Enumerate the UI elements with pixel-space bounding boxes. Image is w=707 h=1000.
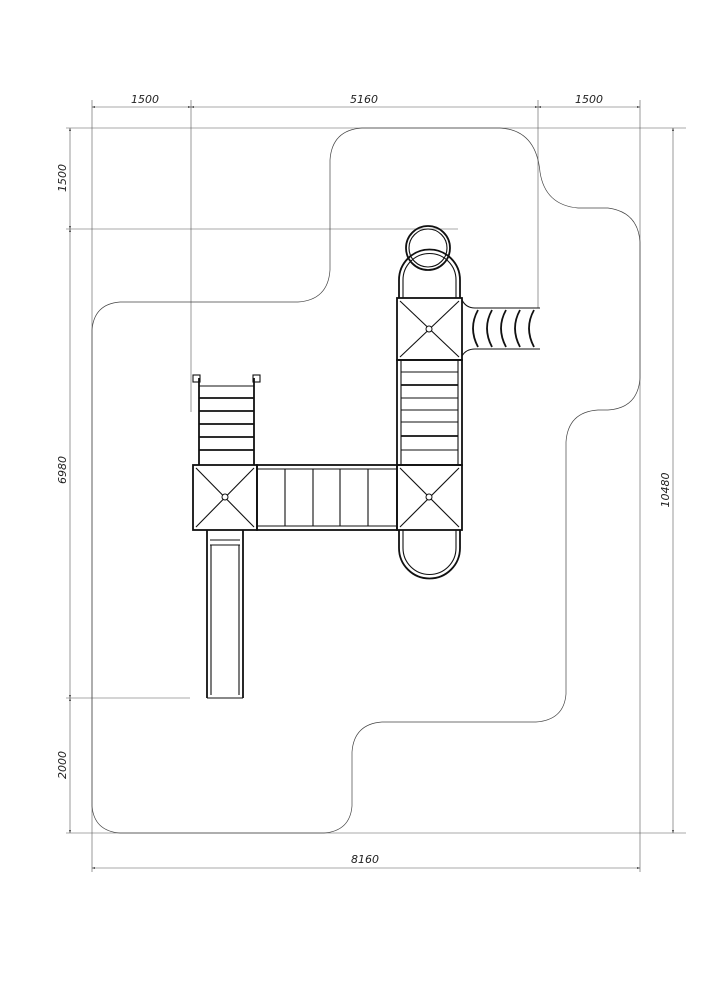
- dimension-label: 1500: [56, 164, 69, 192]
- right-upper-tower-platform: [396, 225, 463, 361]
- extension-lines: [66, 100, 686, 872]
- dimension-left: 1500 6980 2000: [56, 128, 71, 833]
- dimension-label: 10480: [659, 473, 672, 508]
- dimension-label: 2000: [56, 751, 69, 779]
- arch-climber: [461, 299, 540, 357]
- left-ladder: [192, 374, 261, 465]
- dimension-label: 1500: [575, 93, 603, 106]
- dimension-label: 6980: [56, 456, 69, 484]
- dimension-label: 5160: [350, 93, 378, 106]
- safety-zone-outline: [91, 127, 641, 834]
- slide: [206, 530, 244, 699]
- right-lower-tower-platform: [396, 464, 463, 580]
- dimension-label: 8160: [351, 853, 379, 866]
- horizontal-bridge: [256, 464, 398, 531]
- left-tower-platform: [192, 464, 258, 531]
- dimension-top: 1500 5160 1500: [92, 93, 640, 108]
- dimension-bottom: 8160: [92, 853, 640, 869]
- vertical-bridge: [396, 359, 463, 466]
- dimension-right: 10480: [659, 128, 674, 833]
- dimension-label: 1500: [131, 93, 159, 106]
